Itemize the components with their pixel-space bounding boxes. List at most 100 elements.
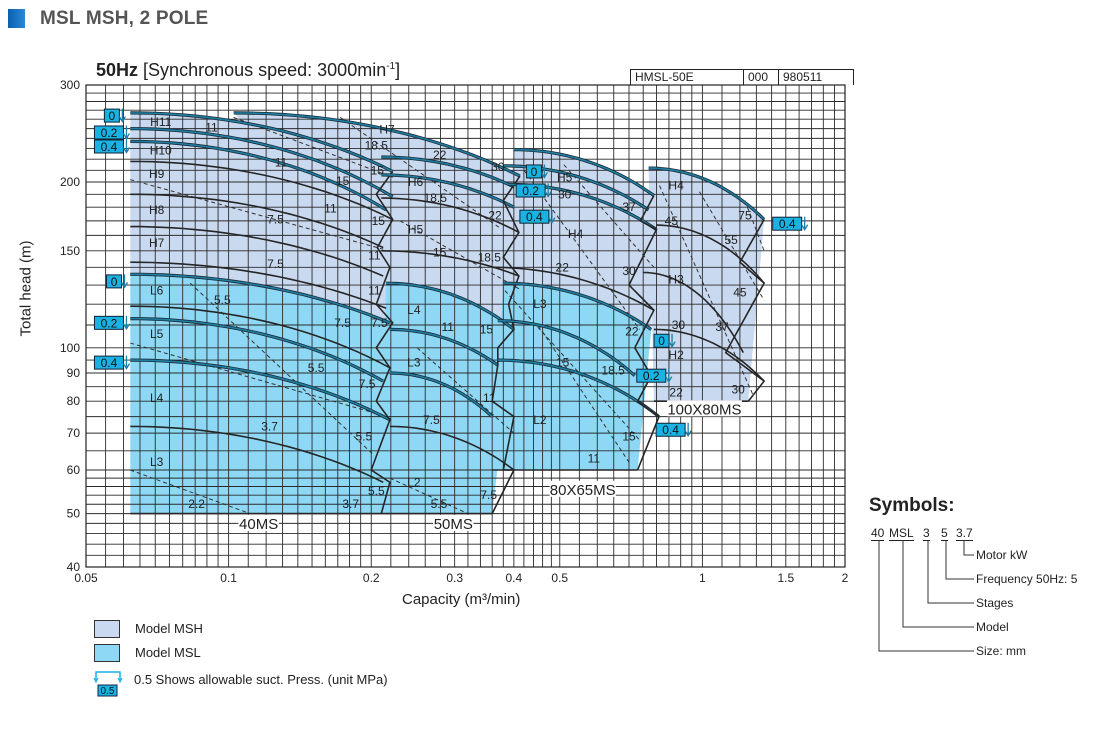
motor-kw-label: 5.5 <box>214 293 231 307</box>
model-label: L3 <box>407 356 421 370</box>
suction-badge <box>515 183 546 198</box>
motor-kw-label: 11 <box>368 249 381 263</box>
group-label-40ms: 40MS <box>239 516 278 533</box>
motor-kw-label: 37 <box>622 200 636 214</box>
motor-kw-label: 11 <box>324 202 337 216</box>
power-line-100x80ms <box>659 185 754 396</box>
group-label-bg-100x80ms <box>667 400 742 417</box>
group-label-bg-40ms <box>238 514 279 531</box>
motor-kw-label: 30 <box>491 160 505 174</box>
model-label: H3 <box>668 273 684 287</box>
power-line-50ms <box>339 116 501 229</box>
motor-kw-label: 7.5 <box>267 212 284 226</box>
head-curve-40ms <box>130 160 394 221</box>
power-line-40ms <box>130 469 251 515</box>
arrow-down-icon <box>120 274 129 289</box>
suction-badge <box>93 125 124 140</box>
model-label: H5 <box>408 222 424 236</box>
power-line-80x65ms <box>504 290 640 441</box>
y-tick-label: 80 <box>67 394 81 408</box>
suction-badges: 00.20.400.20.400.20.400.20.40.4 <box>93 108 809 437</box>
motor-kw-label: 7.5 <box>359 377 376 391</box>
symbol-motor-kw: 3.7 <box>956 526 973 541</box>
motor-kw-label: 11 <box>205 121 218 135</box>
model-label: H8 <box>149 203 165 217</box>
symbol-size: 40 <box>871 526 885 541</box>
arrow-down-icon <box>122 355 131 370</box>
power-line-100x80ms <box>744 200 765 251</box>
range-edge-40ms <box>370 171 394 514</box>
suction-limit-curve-40ms <box>130 273 391 324</box>
suction-badge-value: 0 <box>109 109 116 123</box>
head-curve-80x65ms <box>492 266 655 311</box>
model-label: L2 <box>407 475 421 489</box>
motor-kw-label: 45 <box>733 286 747 300</box>
group-label-bg-50ms <box>433 514 474 531</box>
motor-kw-label: 15 <box>336 174 350 188</box>
plot-frame <box>85 84 846 568</box>
power-line-40ms <box>130 179 384 250</box>
motor-kw-label: 18.5 <box>601 363 625 377</box>
head-curve-40ms <box>130 305 391 369</box>
head-curve-40ms <box>130 261 387 309</box>
motor-kw-label: 30 <box>672 318 686 332</box>
symbol-stages: 3 <box>923 526 930 541</box>
suction-limit-curve-40ms <box>130 317 384 382</box>
power-lines <box>130 116 765 515</box>
arrow-down-icon <box>548 209 556 224</box>
power-line-80x65ms <box>519 164 640 330</box>
motor-kw-label: 55 <box>724 233 738 247</box>
suction-badge <box>106 274 123 289</box>
motor-kw-label: 22 <box>488 208 502 222</box>
motor-kw-label: 75 <box>738 208 752 222</box>
motor-kw-label: 5.5 <box>356 430 373 444</box>
suction-limit-curve-40ms <box>130 127 394 198</box>
motor-kw-label: 18.5 <box>424 191 448 205</box>
suction-badge-value: 0.4 <box>101 140 118 154</box>
motor-kw-label: 7.5 <box>371 316 388 330</box>
y-tick-label: 200 <box>60 175 80 189</box>
motor-kw-label: 5.5 <box>368 484 385 498</box>
motor-kw-label: 7.5 <box>267 257 284 271</box>
motor-kw-label: 11 <box>275 155 288 169</box>
model-label: H4 <box>668 179 684 193</box>
legend-swatch-msh <box>94 620 120 638</box>
group-label-80x65ms: 80X65MS <box>550 482 616 499</box>
motor-kw-label: 3.7 <box>261 419 278 433</box>
arrow-down-icon <box>118 108 126 123</box>
symbol-connectors <box>878 540 974 652</box>
head-curve-100x80ms <box>656 224 765 284</box>
x-tick-label: 1.5 <box>777 571 794 585</box>
group-label-100x80ms: 100X80MS <box>667 401 741 418</box>
y-tick-label: 90 <box>67 366 81 380</box>
head-curve-40ms <box>130 225 384 277</box>
model-label: H2 <box>668 348 684 362</box>
suction-limit-curve-80x65ms <box>513 148 655 197</box>
motor-kw-label: 7.5 <box>334 316 351 330</box>
suction-limit-curve-50ms <box>389 372 493 418</box>
symbol-label-model: Model <box>976 620 1009 634</box>
arrow-down-icon <box>544 183 552 198</box>
legend-label-suction: 0.5 Shows allowable suct. Press. (unit M… <box>134 672 388 687</box>
symbol-label-size: Size: mm <box>976 644 1027 658</box>
motor-kw-label: 11 <box>441 320 454 334</box>
x-tick-label: 0.05 <box>74 571 98 585</box>
motor-kw-label: 3.7 <box>342 497 359 511</box>
motor-kw-label: 11 <box>588 451 601 465</box>
doc-date: 980511 <box>778 70 853 85</box>
legend-swatch-msl <box>94 644 120 662</box>
head-curve-50ms <box>381 197 520 234</box>
suction-badge-value: 0.4 <box>526 210 543 224</box>
power-line-50ms <box>416 347 515 434</box>
suction-badge-value: 0.4 <box>779 217 796 231</box>
legend-label-msl: Model MSL <box>135 645 201 660</box>
head-curve-100x80ms <box>653 328 765 382</box>
suction-limit-curve-50ms <box>381 156 515 188</box>
suction-badge-value: 0 <box>111 275 118 289</box>
motor-kw-label: 7.5 <box>423 413 440 427</box>
legend-label-msh: Model MSH <box>135 621 203 636</box>
model-label: H6 <box>408 175 424 189</box>
